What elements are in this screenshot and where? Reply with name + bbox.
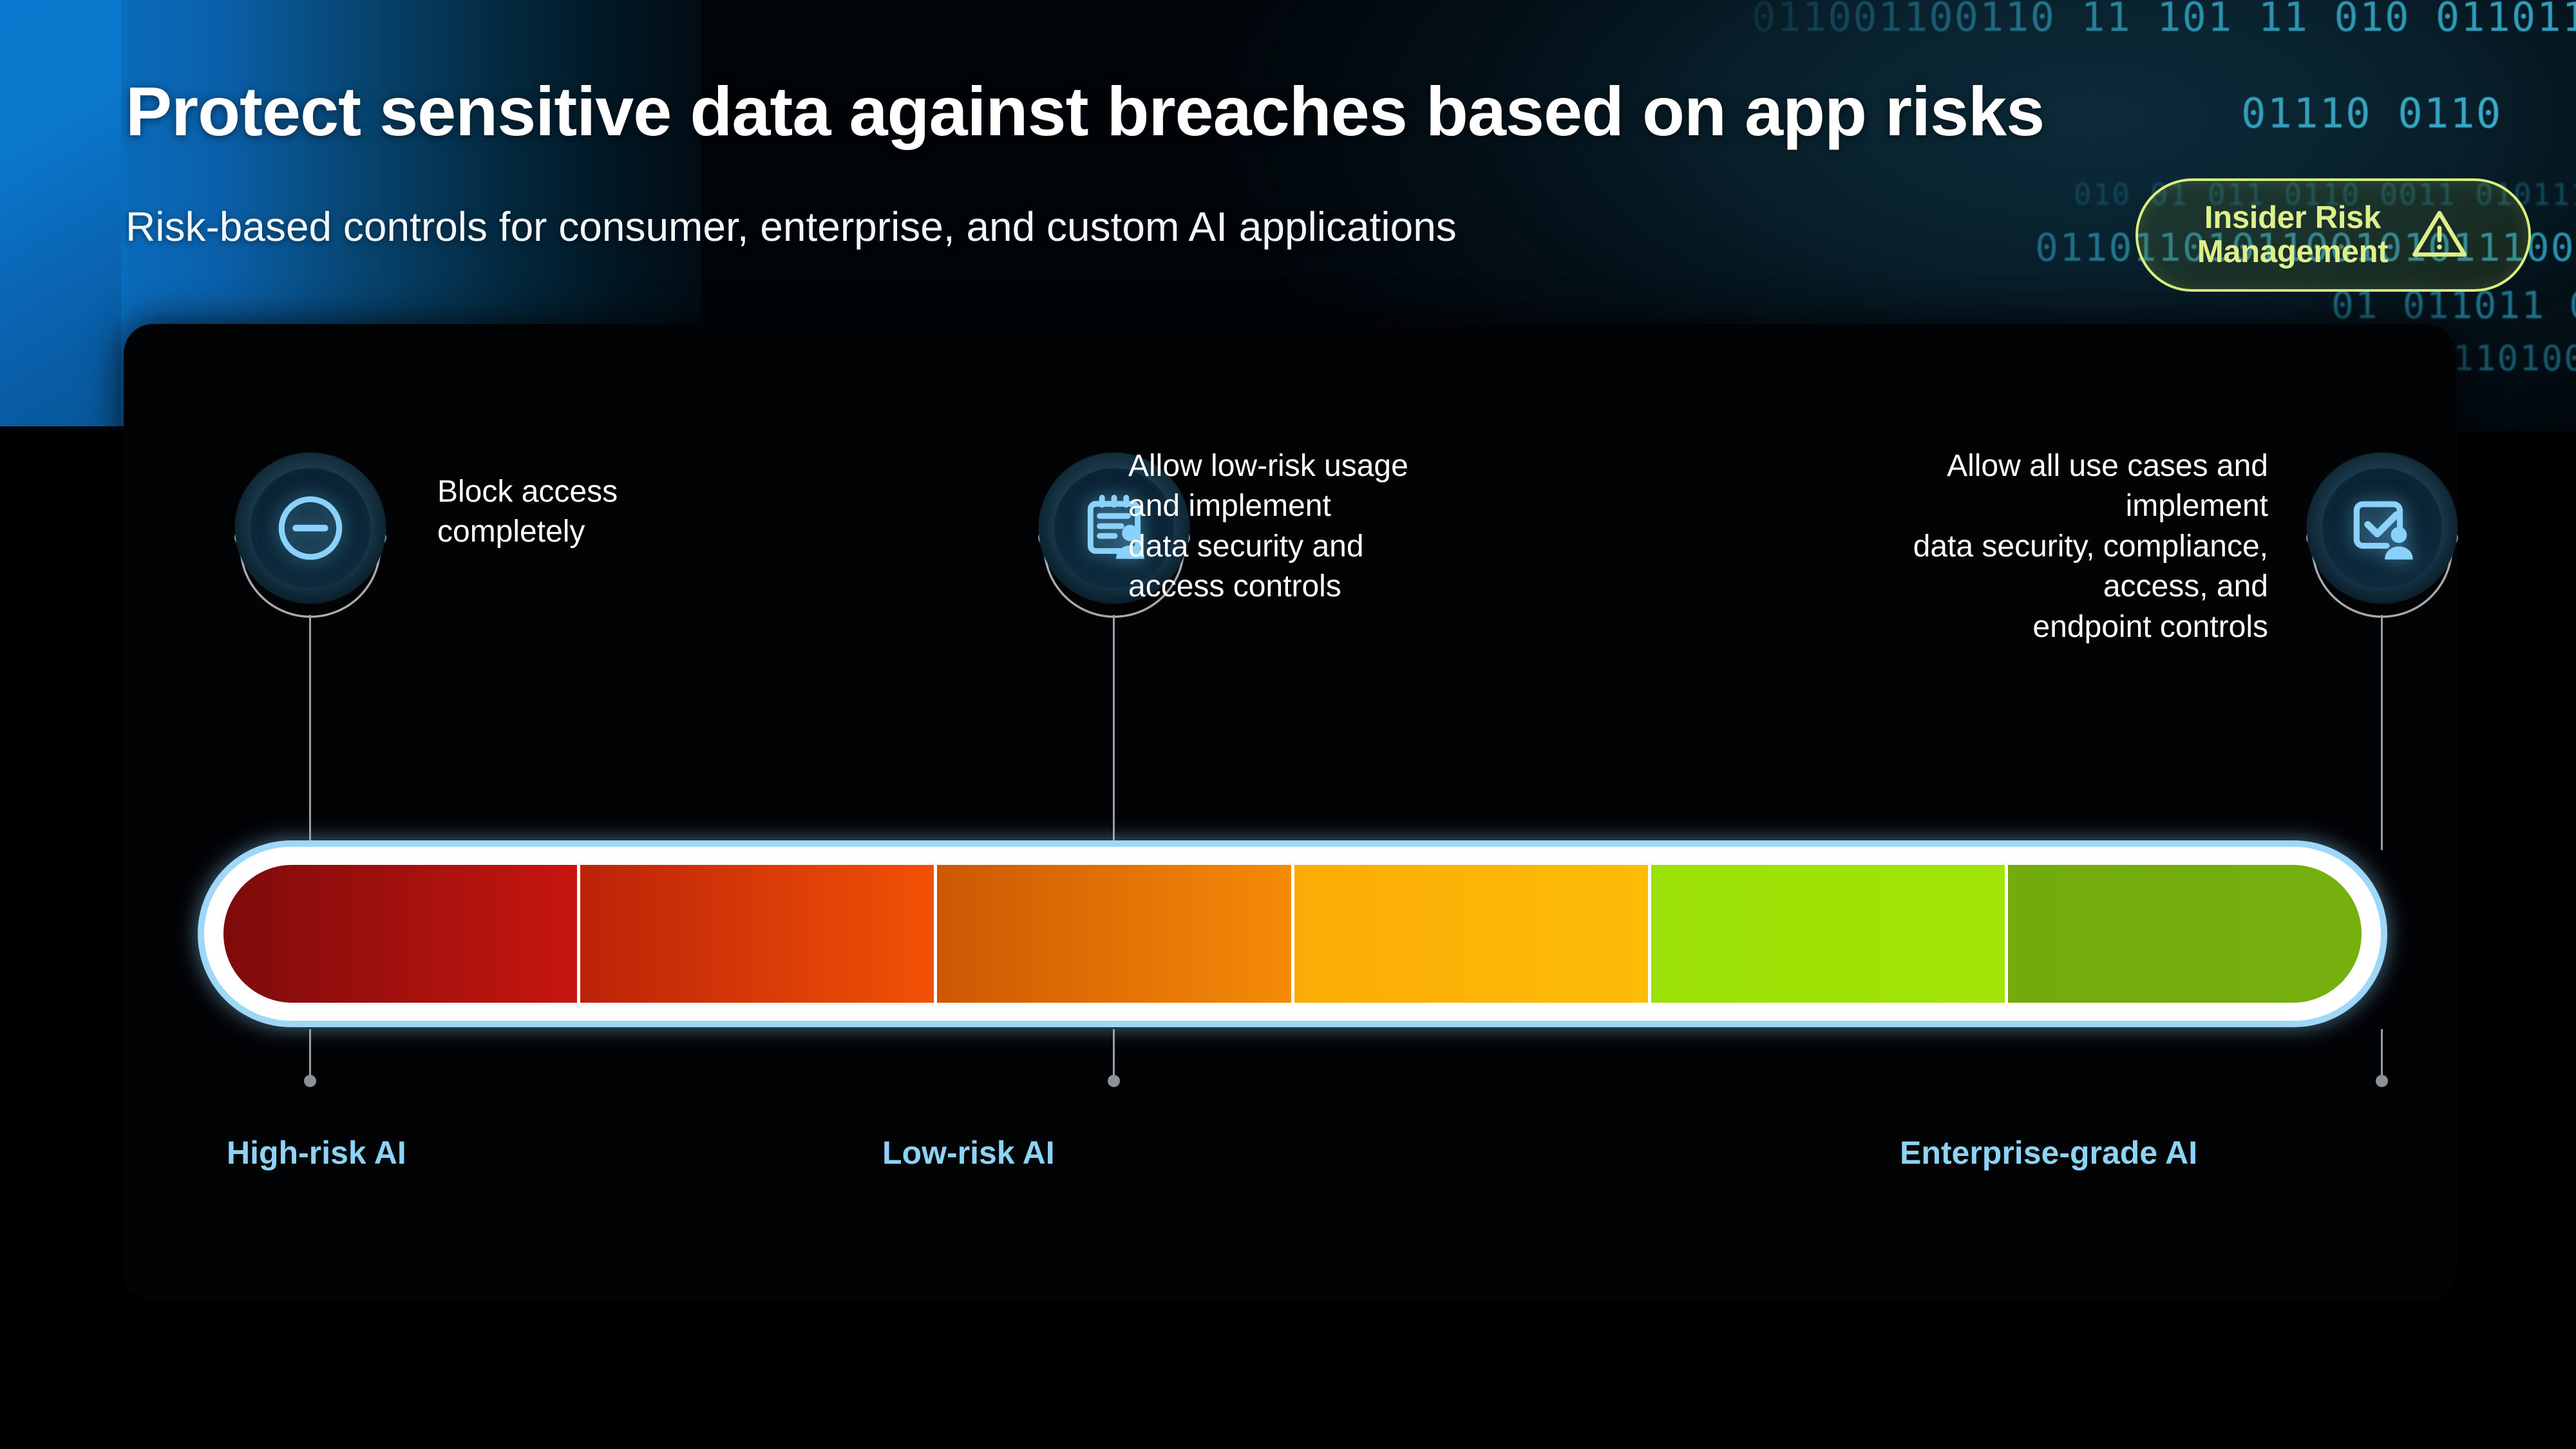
meter-label-enterprise: Enterprise-grade AI bbox=[1900, 1135, 2198, 1171]
node-stem-line bbox=[1113, 615, 1115, 850]
risk-node-enterprise-description: Allow all use cases and implement data s… bbox=[1913, 449, 2268, 644]
insider-risk-management-badge[interactable]: Insider Risk Management bbox=[2136, 178, 2531, 292]
risk-node-enterprise[interactable] bbox=[2289, 435, 2476, 621]
meter-label-low-risk: Low-risk AI bbox=[882, 1135, 1055, 1171]
checkbox-person-icon bbox=[2289, 435, 2476, 621]
risk-node-block-description: Block access completely bbox=[437, 475, 618, 549]
node-stem-line bbox=[2381, 615, 2383, 850]
meter-segment-6 bbox=[2007, 865, 2362, 1003]
meter-label-high-risk: High-risk AI bbox=[227, 1135, 406, 1171]
risk-node-low-risk-description: Allow low-risk usage and implement data … bbox=[1128, 449, 1408, 604]
page-subtitle: Risk-based controls for consumer, enterp… bbox=[126, 204, 1457, 250]
clipboard-person-icon bbox=[1021, 435, 1208, 621]
meter-segment-track bbox=[223, 865, 2362, 1003]
meter-segment-1 bbox=[223, 865, 581, 1003]
header: Protect sensitive data against breaches … bbox=[0, 0, 2576, 322]
meter-segment-4 bbox=[1294, 865, 1651, 1003]
meter-label-stem-dot bbox=[304, 1075, 316, 1087]
meter-label-stem bbox=[2381, 1029, 2383, 1079]
badge-label: Insider Risk Management bbox=[2197, 200, 2389, 269]
page-title: Protect sensitive data against breaches … bbox=[126, 72, 2045, 150]
risk-gradient-meter[interactable] bbox=[198, 840, 2387, 1027]
brand-color-block bbox=[0, 0, 121, 426]
meter-segment-5 bbox=[1651, 865, 2008, 1003]
warning-triangle-icon bbox=[2410, 204, 2469, 267]
meter-label-stem bbox=[309, 1029, 311, 1079]
meter-label-stem bbox=[1113, 1029, 1115, 1079]
risk-node-low-risk[interactable] bbox=[1021, 435, 1208, 621]
block-minus-circle-icon bbox=[217, 435, 404, 621]
meter-segment-3 bbox=[937, 865, 1294, 1003]
meter-segment-2 bbox=[580, 865, 938, 1003]
meter-label-stem-dot bbox=[1108, 1075, 1120, 1087]
risk-spectrum-card: Block access completely Allow low-risk bbox=[124, 324, 2458, 1300]
risk-node-block[interactable] bbox=[217, 435, 404, 621]
meter-label-stem-dot bbox=[2376, 1075, 2388, 1087]
node-stem-line bbox=[309, 615, 311, 850]
